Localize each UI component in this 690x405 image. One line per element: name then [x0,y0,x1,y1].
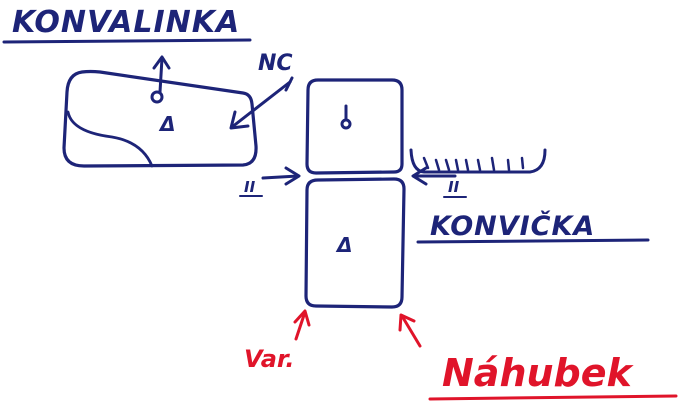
nc-arrow-head-icon [229,110,250,130]
konvalinka-box: Δ [62,55,258,168]
konvalinka-curve [66,110,154,168]
konvalinka-underline [2,38,252,44]
right-arrow-head-icon [411,166,428,186]
bracket-hatching [422,156,525,172]
upper-square-outline [305,78,404,175]
roman-right-label: II [448,178,460,196]
var-arrow-shaft [294,310,307,341]
upper-square [305,78,404,175]
nahubek-underline [428,394,678,401]
konvicka-title: KONVIČKA [416,210,650,244]
konvalinka-box-outline [62,69,258,168]
konvalinka-title: KONVALINKA [2,5,252,44]
left-arrow-head-icon [284,166,301,186]
left-arrow-shaft [261,174,300,180]
nc-arrow-shaft [230,80,292,129]
konvicka-label: KONVIČKA [430,210,595,242]
var-label: Var. [244,345,294,373]
left-ii-arrow: II [239,166,301,197]
konvalinka-label: KONVALINKA [12,5,240,40]
nc-label: NC [258,51,293,76]
hatched-bracket [409,148,547,174]
up-arrow-shaft [158,56,164,94]
triangle-symbol-left: Δ [158,112,175,136]
right-ii-arrow: II [409,148,547,198]
var-arrow-head-icon [293,309,311,327]
lower-square-outline [304,177,406,309]
lower-square: Δ [304,177,406,309]
roman-left-label: II [244,178,256,196]
nahubek-arrow-head-icon [398,313,416,332]
nahubek-label: Náhubek [442,351,635,395]
nc-tick [284,76,294,92]
nahubek-annotation: Náhubek [398,313,678,401]
nahubek-arrow-shaft [400,314,422,348]
up-arrow-head-icon [152,55,171,70]
konvicka-underline [416,238,650,244]
triangle-symbol-right: Δ [335,233,352,257]
circle-marker-icon [150,90,164,104]
nc-annotation: NC [229,51,294,130]
var-annotation: Var. [244,309,311,373]
